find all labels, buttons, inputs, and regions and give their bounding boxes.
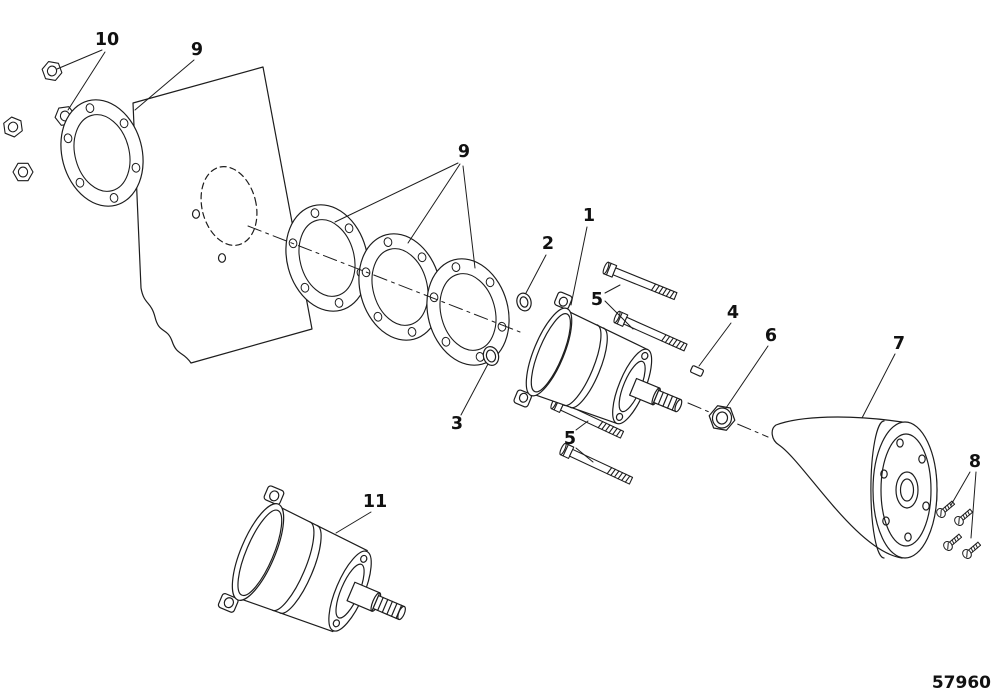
drive-key <box>689 365 705 377</box>
callout-label-3: 3 <box>451 414 463 434</box>
leader-line <box>67 51 106 111</box>
callout-11: 11 <box>335 492 387 534</box>
leader-line <box>970 471 977 539</box>
callout-label-2: 2 <box>542 234 554 254</box>
callout-1: 1 <box>570 206 595 306</box>
callout-9b: 9 <box>334 142 476 269</box>
drawing-number: 57960 <box>932 673 991 693</box>
o-ring <box>482 346 500 366</box>
leader-line <box>604 284 621 294</box>
callout-label-9b: 9 <box>458 142 470 162</box>
leader-line <box>460 363 489 416</box>
washer <box>516 292 532 312</box>
callout-label-8: 8 <box>969 452 981 472</box>
leader-line <box>335 511 372 534</box>
plate-hole <box>191 209 201 219</box>
callout-label-6: 6 <box>765 326 777 346</box>
hex-nut <box>40 60 64 82</box>
hex-bolt <box>601 260 679 303</box>
leader-line <box>861 353 896 419</box>
callout-label-4: 4 <box>727 303 739 323</box>
leader-line <box>334 162 459 223</box>
callout-label-10: 10 <box>95 30 119 50</box>
motor-assembly <box>513 291 683 425</box>
leader-line <box>725 345 769 409</box>
center-lines <box>247 225 769 438</box>
machine-screw <box>952 506 975 528</box>
rear-cone <box>771 416 938 559</box>
leader-line <box>698 322 732 367</box>
callout-3: 3 <box>451 363 489 434</box>
callout-label-5b: 5 <box>564 429 576 449</box>
motor-assembly-alt <box>217 485 406 633</box>
machine-screw <box>960 539 983 561</box>
screws-group <box>934 498 983 561</box>
callout-7: 7 <box>861 334 905 419</box>
callout-label-9a: 9 <box>191 40 203 60</box>
leader-line <box>56 49 103 70</box>
callout-label-5a: 5 <box>591 290 603 310</box>
machine-screw <box>941 531 964 553</box>
hex-bolt <box>558 442 635 487</box>
leader-line <box>462 165 476 269</box>
leader-line <box>134 59 195 111</box>
callout-label-1: 1 <box>583 206 595 226</box>
plate-dashed-opening <box>200 166 258 246</box>
leader-line <box>407 163 461 244</box>
callout-5a: 5 <box>591 284 634 330</box>
callout-2: 2 <box>525 234 554 294</box>
mounting-plate <box>132 66 313 364</box>
callout-9a: 9 <box>134 40 203 111</box>
callout-5b: 5 <box>564 420 594 463</box>
leader-line <box>575 420 589 431</box>
callout-6: 6 <box>725 326 777 409</box>
plate-hole <box>217 253 227 263</box>
leader-line <box>575 447 594 463</box>
leader-line <box>570 226 588 306</box>
leader-line <box>950 471 971 506</box>
hex-nut <box>0 114 27 140</box>
shaft-nut <box>708 405 736 431</box>
callout-label-11: 11 <box>363 492 387 512</box>
hex-nut <box>12 162 34 182</box>
callout-4: 4 <box>698 303 739 367</box>
leader-line <box>525 254 547 294</box>
callout-8: 8 <box>950 452 981 539</box>
callout-label-7: 7 <box>893 334 905 354</box>
callout-10: 10 <box>56 30 119 111</box>
callouts: 10 9 9 1 2 5 <box>56 30 981 539</box>
leader-line <box>604 300 634 330</box>
